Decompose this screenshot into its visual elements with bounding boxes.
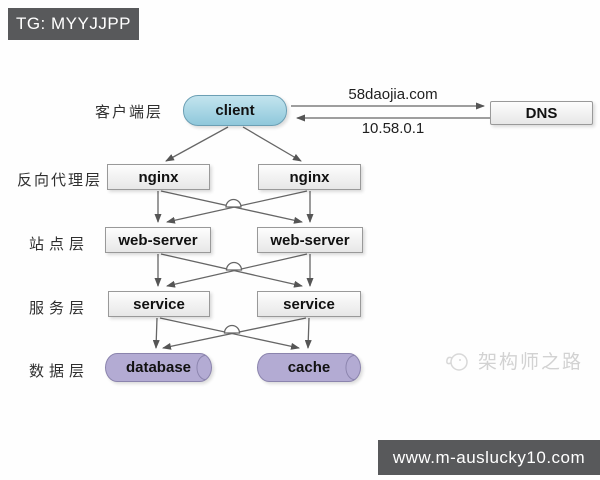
layer-label-client: 客户端层: [95, 104, 164, 121]
layer-label-site: 站点层: [29, 236, 90, 253]
database-label: database: [125, 359, 192, 376]
dns-request-label: 58daojia.com: [348, 86, 438, 103]
url-badge: www.m-auslucky10.com: [378, 440, 600, 475]
watermark-mascot-icon: [446, 352, 468, 371]
cache-label: cache: [287, 359, 331, 376]
watermark-text: 架构师之路: [478, 352, 584, 373]
cylinder-cap-icon: [196, 354, 206, 381]
layer-label-reverse-proxy: 反向代理层: [17, 172, 103, 189]
layer-label-service: 服务层: [29, 300, 90, 317]
service-right-node: service: [257, 291, 361, 317]
client-node: client: [183, 95, 287, 126]
web-server-right-node: web-server: [257, 227, 363, 253]
watermark: 架构师之路: [444, 347, 583, 374]
cache-node: cache: [257, 353, 361, 382]
dns-response-label: 10.58.0.1: [361, 120, 425, 137]
web-server-left-node: web-server: [105, 227, 211, 253]
tg-badge: TG: MYYJJPP: [8, 8, 139, 40]
cylinder-cap-icon: [345, 354, 355, 381]
layer-label-data: 数据层: [29, 363, 90, 380]
service-left-node: service: [108, 291, 210, 317]
nginx-right-node: nginx: [258, 164, 361, 190]
dns-node: DNS: [490, 101, 593, 125]
database-node: database: [105, 353, 212, 382]
nginx-left-node: nginx: [107, 164, 210, 190]
